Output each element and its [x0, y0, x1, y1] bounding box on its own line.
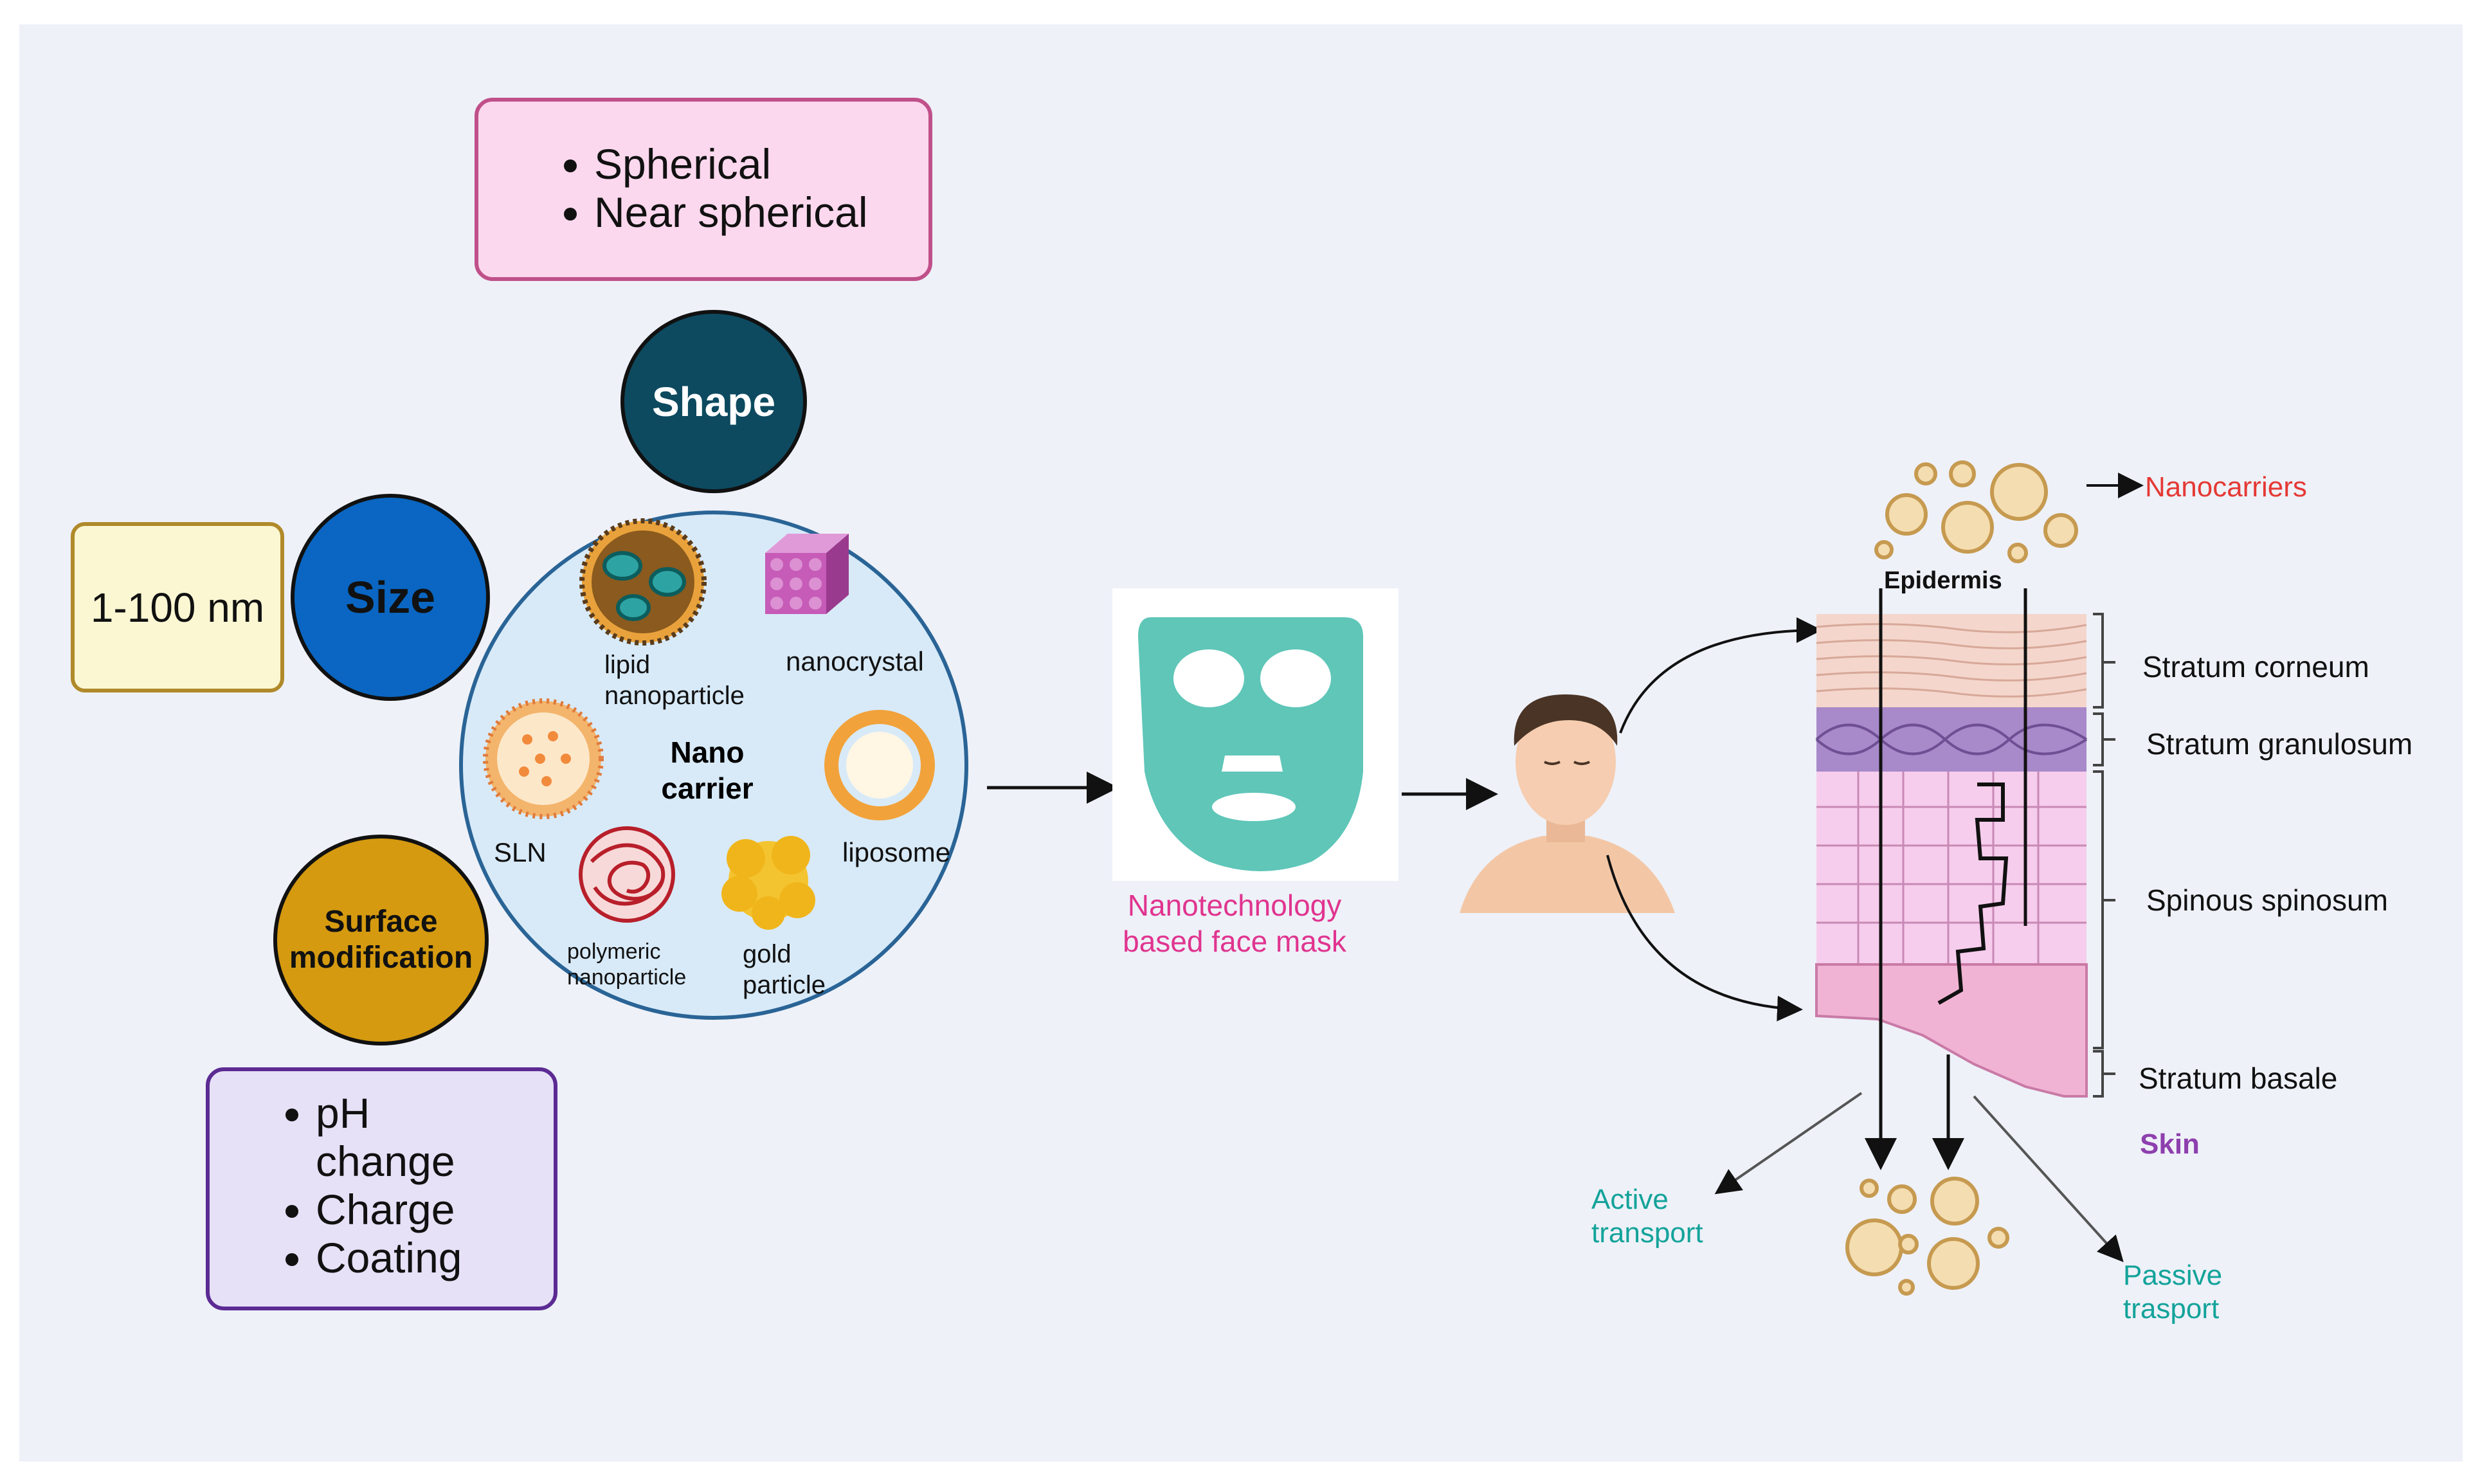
lipid-nanoparticle-label: lipid nanoparticle — [604, 651, 745, 710]
face-mask-icon — [1112, 588, 1398, 881]
passive-transport-arrow — [1973, 1095, 2124, 1262]
surface-list: pH change Charge Coating — [210, 1089, 554, 1282]
skin-label: Skin — [2140, 1128, 2200, 1160]
spinous-spinosum-label: Spinous spinosum — [2146, 883, 2388, 917]
sln-label: SLN — [494, 837, 547, 867]
arrow-face-to-basale — [1606, 855, 1803, 1022]
surface-modification-label: Surface modification — [289, 905, 473, 975]
shape-item-spherical: Spherical — [594, 140, 928, 188]
size-label: Size — [345, 572, 436, 622]
nanocarrier-bubbles-top — [1874, 460, 2078, 563]
surface-modification-circle: Surface modification — [273, 835, 489, 1045]
stratum-basale-label: Stratum basale — [2139, 1062, 2338, 1095]
gold-particle-label: gold particle — [743, 940, 826, 999]
surface-item-coating: Coating — [316, 1234, 554, 1282]
polymeric-nanoparticle-label: polymeric nanoparticle — [567, 939, 687, 990]
surface-item-charge: Charge — [316, 1186, 554, 1234]
size-value: 1-100 nm — [90, 584, 265, 631]
liposome-label: liposome — [842, 837, 951, 867]
nanocrystal-icon — [765, 534, 849, 614]
polymeric-nanoparticle-icon — [579, 826, 675, 923]
stratum-corneum-label: Stratum corneum — [2142, 650, 2369, 683]
person-face-icon — [1460, 694, 1675, 913]
shape-circle: Shape — [620, 310, 807, 493]
surface-modification-box: pH change Charge Coating — [206, 1067, 557, 1310]
shape-label: Shape — [651, 378, 776, 425]
lipid-nanoparticle-icon — [579, 518, 707, 646]
layer-brackets — [2093, 613, 2115, 1098]
surface-item-ph: pH change — [316, 1089, 464, 1186]
shape-list: Spherical Near spherical — [478, 140, 928, 237]
passive-transport-label: Passive trasport — [2123, 1260, 2223, 1325]
mask-label: Nanotechnology based face mask — [1123, 889, 1346, 958]
epidermis-label: Epidermis — [1884, 567, 2002, 594]
shape-description-box: Spherical Near spherical — [475, 98, 932, 281]
active-transport-arrow — [1714, 1092, 1863, 1195]
nano-carrier-center-label: Nano carrier — [661, 736, 754, 805]
arrow-face-to-corneum — [1619, 617, 1822, 734]
nanocarrier-bubbles-bottom — [1845, 1177, 2009, 1296]
gold-particle-icon — [721, 836, 815, 930]
skin-block — [1815, 614, 2088, 1098]
size-value-box: 1-100 nm — [71, 522, 284, 692]
nanocrystal-label: nanocrystal — [786, 646, 924, 676]
liposome-icon — [824, 710, 935, 820]
nanocarriers-label: Nanocarriers — [2145, 471, 2307, 503]
active-transport-label: Active transport — [1591, 1184, 1703, 1249]
shape-item-near-spherical: Near spherical — [594, 188, 928, 237]
sln-icon — [483, 698, 604, 819]
stratum-granulosum-label: Stratum granulosum — [2146, 727, 2413, 761]
size-circle: Size — [291, 494, 490, 701]
